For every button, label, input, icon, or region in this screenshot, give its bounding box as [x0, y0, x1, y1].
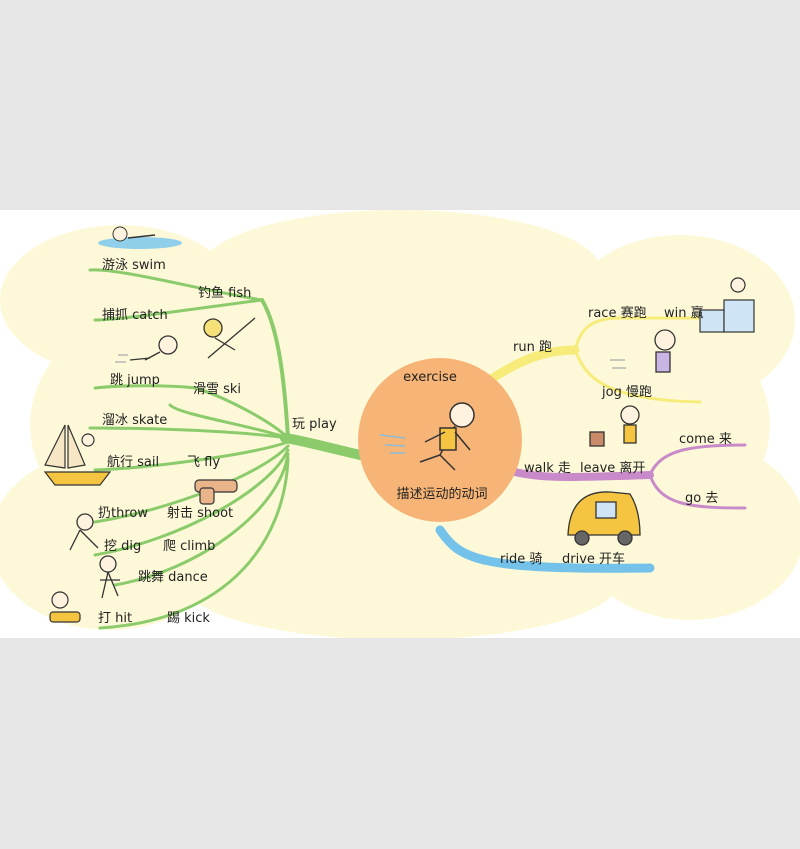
label-come: come 来 — [679, 432, 732, 447]
walk-branch-lines — [511, 443, 747, 510]
running-figure-icon — [379, 402, 475, 471]
label-climb: 爬 climb — [163, 539, 216, 554]
dancing-girl-icon — [99, 555, 120, 599]
play-branch-lines — [88, 268, 365, 630]
label-leave: leave 离开 — [580, 461, 646, 476]
label-skate: 溜冰 skate — [102, 413, 168, 428]
label-ride: ride 骑 — [500, 552, 543, 567]
hitting-figure-icon — [49, 591, 81, 623]
jumping-boy-icon — [115, 335, 178, 363]
walker-icon — [589, 405, 640, 447]
center-title: exercise — [403, 370, 457, 385]
podium-icon — [699, 277, 755, 333]
label-ski: 滑雪 ski — [193, 382, 242, 397]
run-branch-lines — [485, 316, 702, 404]
label-hit: 打 hit — [98, 611, 133, 626]
label-dance: 跳舞 dance — [138, 570, 208, 585]
label-run: run 跑 — [513, 340, 552, 355]
label-go: go 去 — [685, 491, 719, 506]
label-jog: jog 慢跑 — [602, 385, 652, 400]
label-dig: 挖 dig — [104, 539, 142, 554]
jogger-icon — [610, 329, 676, 373]
label-kick: 踢 kick — [167, 611, 210, 626]
car-icon — [567, 491, 641, 546]
label-drive: drive 开车 — [562, 552, 626, 567]
label-fly: 飞 fly — [187, 455, 221, 470]
ride-branch-lines — [435, 525, 655, 573]
label-swim: 游泳 swim — [102, 258, 166, 273]
sailboat-icon — [43, 424, 112, 486]
mindmap-diagram — [0, 210, 800, 638]
label-walk: walk 走 — [524, 461, 571, 476]
label-throw: 扔throw — [98, 506, 148, 521]
hand-shooting-icon — [194, 479, 238, 505]
digging-figure-icon — [69, 513, 99, 551]
label-catch: 捕抓 catch — [102, 308, 168, 323]
label-shoot: 射击 shoot — [167, 506, 234, 521]
label-jump: 跳 jump — [110, 373, 160, 388]
label-fish: 钓鱼 fish — [198, 286, 252, 301]
label-race: race 赛跑 — [588, 306, 647, 321]
label-win: win 赢 — [664, 306, 704, 321]
swimmer-icon — [98, 226, 182, 249]
mindmap-panel: exercise 描述运动的动词 玩 play 游泳 swim 捕抓 catch… — [0, 210, 800, 638]
skier-icon — [203, 317, 256, 359]
label-play: 玩 play — [292, 417, 337, 432]
center-subtitle: 描述运动的动词 — [396, 487, 488, 502]
label-sail: 航行 sail — [107, 455, 160, 470]
